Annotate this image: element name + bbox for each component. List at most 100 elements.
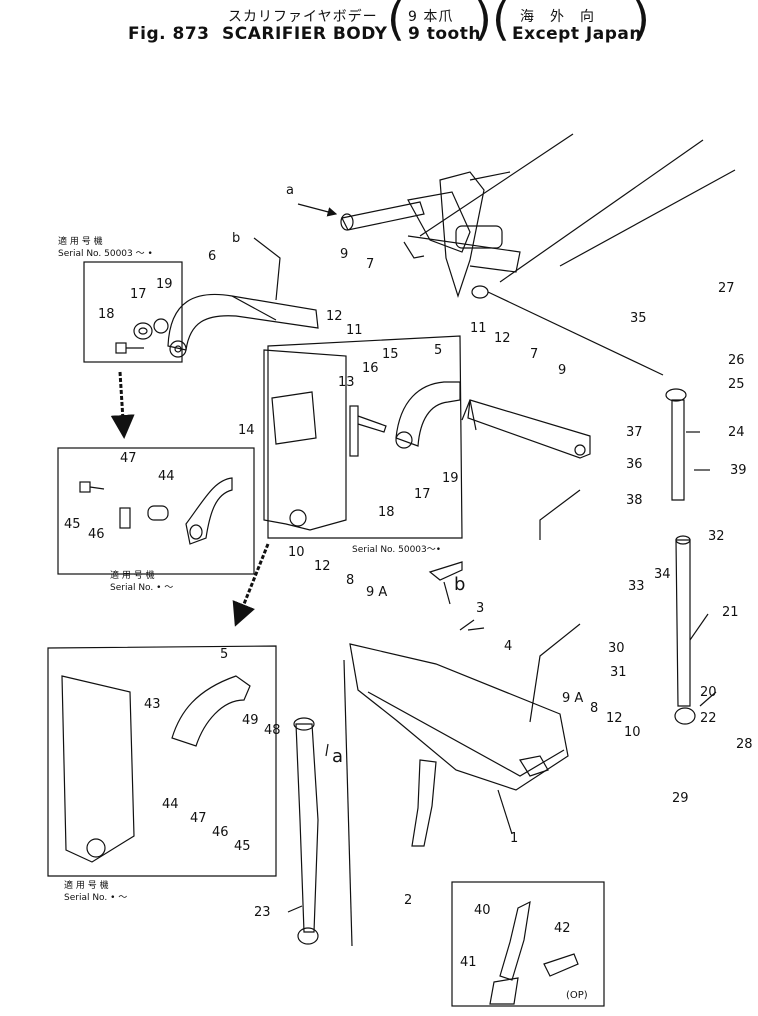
callout-46b: 46 <box>212 825 229 840</box>
callout-33: 33 <box>628 579 645 594</box>
bracket-plate-icon <box>61 675 135 863</box>
callout-10: 10 <box>288 545 305 560</box>
market-english: Except Japan <box>512 24 642 44</box>
lever-5-icon <box>395 381 461 449</box>
lever-5-icon <box>171 675 251 747</box>
callout-25: 25 <box>728 377 745 392</box>
callout-29: 29 <box>672 791 689 806</box>
callout-46: 46 <box>88 527 105 542</box>
callout-b-mid: b <box>454 574 465 595</box>
callout-18b: 18 <box>378 505 395 520</box>
long-arm-icon <box>467 399 591 459</box>
tip-41-icon <box>489 977 519 1005</box>
spring-arrow-lower <box>232 543 270 627</box>
callout-5: 5 <box>434 343 442 358</box>
cylinder-23-icon <box>293 717 319 945</box>
callout-a-top: a <box>286 183 294 198</box>
callout-17b: 17 <box>414 487 431 502</box>
callout-10b: 10 <box>624 725 641 740</box>
callout-13: 13 <box>338 375 355 390</box>
serial-note-mid-en: Serial No. 50003～• <box>352 545 441 555</box>
callout-6: 6 <box>208 249 216 264</box>
callout-11: 11 <box>346 323 363 338</box>
detail-box-option <box>451 881 605 1007</box>
nut-icon <box>153 318 169 334</box>
pin-icon <box>147 505 169 521</box>
callout-3: 3 <box>476 601 484 616</box>
callout-8: 8 <box>346 573 354 588</box>
callout-22: 22 <box>700 711 717 726</box>
callout-18: 18 <box>98 307 115 322</box>
callout-14: 14 <box>238 423 255 438</box>
callout-12d: 12 <box>606 711 623 726</box>
callout-37: 37 <box>626 425 643 440</box>
plate-icon <box>119 507 131 529</box>
callout-7b: 7 <box>530 347 538 362</box>
callout-11b: 11 <box>470 321 487 336</box>
callout-36: 36 <box>626 457 643 472</box>
callout-23: 23 <box>254 905 271 920</box>
callout-4: 4 <box>504 639 512 654</box>
bolt-icon <box>79 481 105 493</box>
callout-12b: 12 <box>494 331 511 346</box>
callout-47b: 47 <box>190 811 207 826</box>
callout-labels: a b 6 9 7 19 17 18 12 11 5 15 16 13 11 1… <box>64 183 753 970</box>
callout-17: 17 <box>130 287 147 302</box>
callout-1: 1 <box>510 831 518 846</box>
arm-6-icon <box>167 293 319 358</box>
callout-40: 40 <box>474 903 491 918</box>
bracket-plate-icon <box>263 349 347 531</box>
callout-19: 19 <box>156 277 173 292</box>
paren-open-icon: ( <box>387 0 405 46</box>
bushing-icon <box>133 322 153 340</box>
callout-9Ab: 9 A <box>562 691 583 706</box>
paren-open-icon: ( <box>492 0 510 46</box>
pin-13-icon <box>349 405 387 457</box>
callout-42: 42 <box>554 921 571 936</box>
callout-9b: 9 <box>558 363 566 378</box>
callout-30: 30 <box>608 641 625 656</box>
trunnion-yoke-icon <box>340 171 664 376</box>
serial-note-top-en: Serial No. 50003 ～ • <box>58 249 153 259</box>
callout-9: 9 <box>340 247 348 262</box>
shim-42-icon <box>543 953 579 977</box>
frame-line <box>499 139 704 283</box>
callout-44b: 44 <box>162 797 179 812</box>
callout-38: 38 <box>626 493 643 508</box>
callout-8b: 8 <box>590 701 598 716</box>
callout-27: 27 <box>718 281 735 296</box>
callout-2: 2 <box>404 893 412 908</box>
paren-close-icon: ) <box>632 0 650 46</box>
rod-21-icon <box>674 535 696 725</box>
tooth-holder-icon <box>185 477 233 545</box>
callout-45b: 45 <box>234 839 251 854</box>
callout-16: 16 <box>362 361 379 376</box>
tooth-2-icon <box>411 759 437 847</box>
callout-12: 12 <box>326 309 343 324</box>
callout-15: 15 <box>382 347 399 362</box>
main-beam-icon <box>349 561 569 791</box>
figure-number: Fig. 873 <box>128 24 210 44</box>
callout-20: 20 <box>700 685 717 700</box>
rod-24-icon <box>665 388 687 501</box>
detail-box-left <box>57 447 255 575</box>
serial-note-left-jp: 適 用 号 機 <box>110 569 155 581</box>
spring-arrow-upper <box>110 371 135 439</box>
callout-32: 32 <box>708 529 725 544</box>
callout-b-top: b <box>232 231 240 246</box>
callout-9A: 9 A <box>366 585 387 600</box>
callout-41: 41 <box>460 955 477 970</box>
callout-19b: 19 <box>442 471 459 486</box>
bolt-icon <box>115 342 144 354</box>
serial-notes: 適 用 号 機 Serial No. 50003 ～ • Serial No. … <box>58 235 588 1001</box>
market-japanese: 海 外 向 <box>520 9 595 25</box>
serial-note-top-jp: 適 用 号 機 <box>58 235 103 247</box>
callout-31: 31 <box>610 665 627 680</box>
paren-close-icon: ) <box>474 0 492 46</box>
callout-a-bottom: a <box>332 746 343 767</box>
callout-35: 35 <box>630 311 647 326</box>
detail-box-upper-left <box>83 261 183 363</box>
callout-26: 26 <box>728 353 745 368</box>
